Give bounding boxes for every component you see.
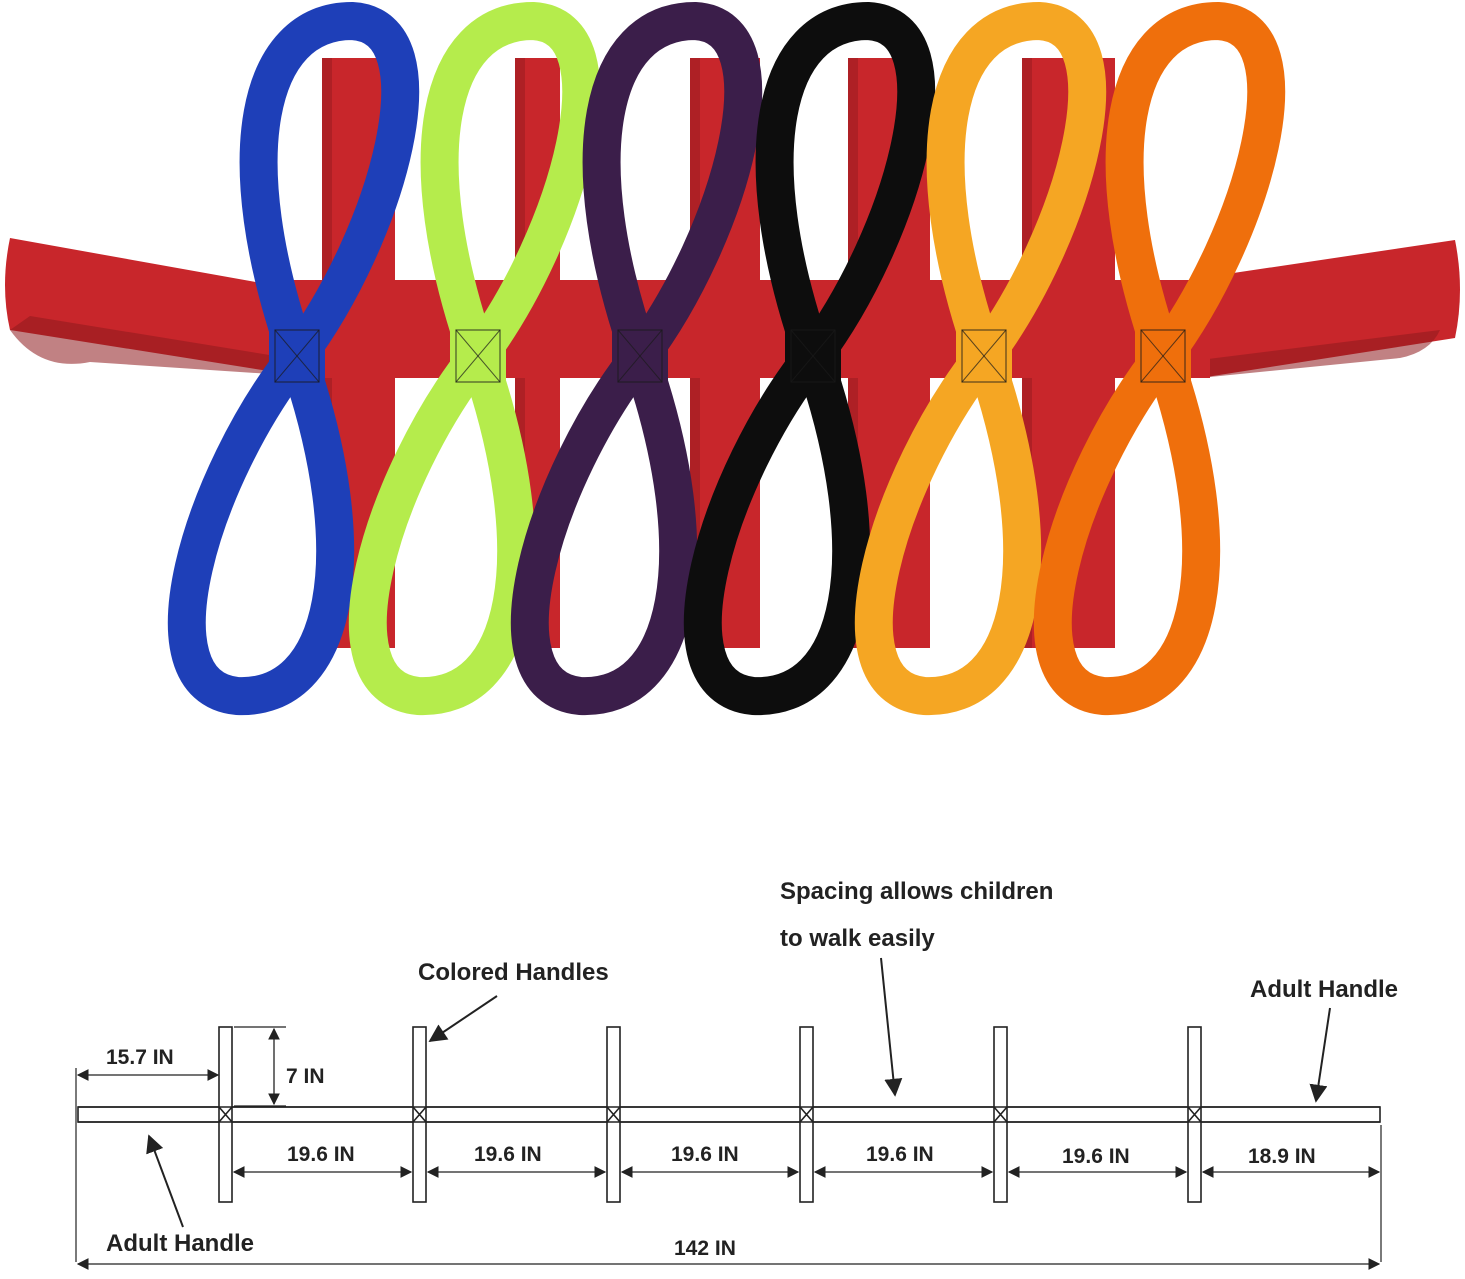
stitch-mark <box>1187 1106 1202 1123</box>
dimension-spacing-1: 19.6 IN <box>287 1143 355 1166</box>
strap-outline <box>77 1106 1381 1123</box>
adult-handle-loop-left <box>5 238 300 376</box>
callout-spacing-line1: Spacing allows children <box>780 878 1053 905</box>
handle-loop-bottom <box>167 337 355 716</box>
callout-spacing-line2: to walk easily <box>780 925 935 952</box>
diagram-labels: Spacing allows children to walk easily C… <box>106 878 1398 1260</box>
stitch-box <box>1140 329 1186 383</box>
walking-rope-illustration <box>5 2 1460 716</box>
callout-adult-handle-right: Adult Handle <box>1250 976 1398 1003</box>
handle-purple <box>510 2 763 716</box>
handle-loop-top <box>755 2 936 375</box>
strap-body <box>290 280 1210 378</box>
stitch-cross <box>790 329 836 383</box>
callout-arrow-adult-handle-right <box>1309 1007 1331 1103</box>
stitch-box <box>790 329 836 383</box>
stitch-cross <box>617 329 663 383</box>
handle-loop-top <box>582 2 763 375</box>
handle-loop-bottom <box>854 337 1042 716</box>
handle-loop-bottom <box>348 337 536 716</box>
stitch-mark <box>218 1106 233 1123</box>
stitch-cross <box>455 329 501 383</box>
handle-orange <box>1033 2 1286 716</box>
dimension-end-length: 15.7 IN <box>106 1046 174 1069</box>
dimension-spacing-3: 19.6 IN <box>671 1143 739 1166</box>
dimension-spacing-5: 19.6 IN <box>1062 1145 1130 1168</box>
handle-green <box>348 2 601 716</box>
dimension-handle-height: 7 IN <box>286 1065 325 1088</box>
dimension-spacing-4: 19.6 IN <box>866 1143 934 1166</box>
stitch-box <box>455 329 501 383</box>
stitch-box <box>961 329 1007 383</box>
colored-handles-illustration <box>167 2 1286 716</box>
handle-loop-top <box>1105 2 1286 375</box>
handle-loop-bottom <box>683 337 871 716</box>
handle-outlines <box>78 1026 1380 1203</box>
stitch-cross <box>961 329 1007 383</box>
adult-handle-loop-right-shade <box>1200 330 1440 378</box>
stitch-mark <box>799 1106 814 1123</box>
callout-arrow-spacing <box>880 957 903 1097</box>
stitch-cross <box>274 329 320 383</box>
handle-loop-top <box>420 2 601 375</box>
callout-arrow-adult-handle-left <box>146 1134 184 1228</box>
handle-yellow <box>854 2 1107 716</box>
adult-handle-loop-left-shade <box>10 316 300 376</box>
callout-arrow-colored-handles <box>428 995 498 1043</box>
stitch-box <box>617 329 663 383</box>
stitch-mark <box>606 1106 621 1123</box>
handle-blue <box>167 2 420 716</box>
handle-loop-bottom <box>1033 337 1221 716</box>
handle-black <box>683 2 936 716</box>
dimension-spacing-2: 19.6 IN <box>474 1143 542 1166</box>
handle-loop-top <box>926 2 1107 375</box>
stitch-mark <box>412 1106 427 1123</box>
stitch-mark <box>993 1106 1008 1123</box>
callout-adult-handle-left: Adult Handle <box>106 1230 254 1257</box>
stitch-box <box>274 329 320 383</box>
dimension-diagram <box>75 957 1382 1270</box>
callout-colored-handles: Colored Handles <box>418 959 609 986</box>
stitch-cross <box>1140 329 1186 383</box>
handle-loop-top <box>239 2 420 375</box>
dimension-total-length: 142 IN <box>674 1237 736 1260</box>
dimension-last-spacing: 18.9 IN <box>1248 1145 1316 1168</box>
handle-loop-bottom <box>510 337 698 716</box>
